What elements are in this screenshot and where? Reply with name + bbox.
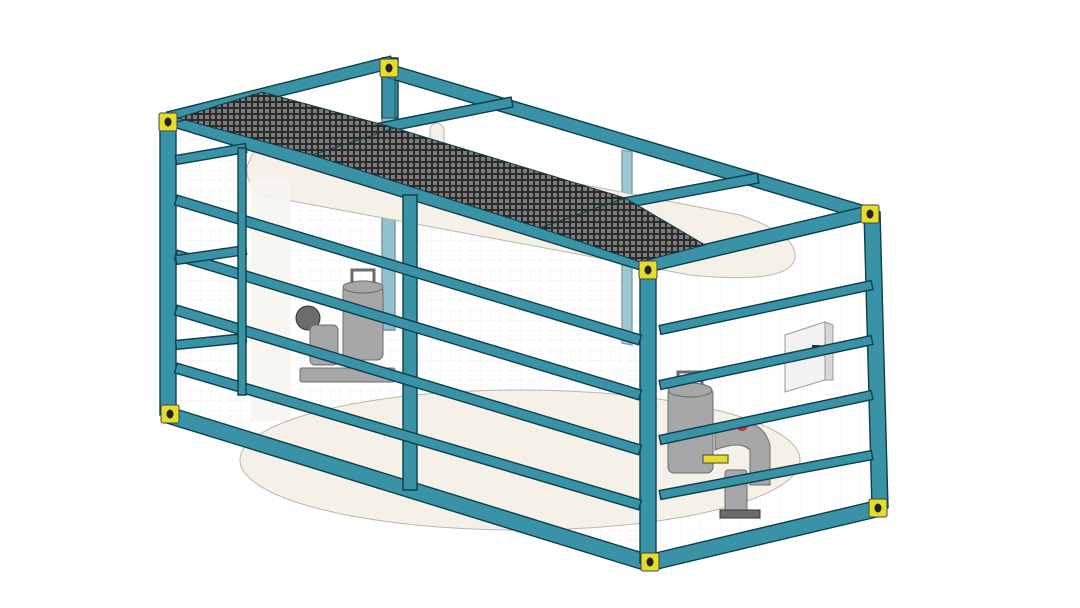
front-rail-1	[173, 194, 643, 346]
corner-casting-top-left-hole	[164, 117, 172, 127]
pump-right-yellow-band	[702, 454, 729, 464]
side-rail-4	[658, 449, 874, 501]
side-rail-3	[658, 389, 874, 446]
corner-casting-bottom-side-right-hole	[874, 503, 882, 513]
corner-castings	[158, 58, 888, 572]
corner-casting-bottom-left-hole	[166, 409, 174, 419]
corner-casting-top-side-right-hole	[866, 209, 874, 219]
pump-left-body	[342, 284, 384, 361]
grating-panel-3	[538, 197, 707, 263]
front-mid-post	[402, 194, 418, 491]
left-end-rail-1	[174, 142, 248, 166]
front-left-post	[159, 117, 177, 416]
side-rail-2	[658, 334, 874, 391]
corner-casting-bottom-front-right-hole	[646, 557, 654, 567]
front-frame	[159, 55, 889, 572]
pump-left-cap	[342, 280, 384, 294]
front-rail-3	[173, 304, 643, 456]
corner-casting-top-back-hole	[385, 63, 393, 73]
pump-left-handle	[350, 268, 376, 283]
left-end-post	[237, 147, 247, 396]
front-rail-2	[173, 249, 643, 401]
front-rail-4	[173, 362, 643, 511]
pump-right-base	[719, 509, 761, 519]
roof-grating	[176, 91, 707, 263]
corner-casting-top-front-right-hole	[644, 265, 652, 275]
front-right-post	[639, 264, 657, 564]
pump-left-outlet	[295, 305, 321, 331]
side-rail-1	[658, 279, 874, 336]
tank-side-wall	[250, 180, 290, 420]
